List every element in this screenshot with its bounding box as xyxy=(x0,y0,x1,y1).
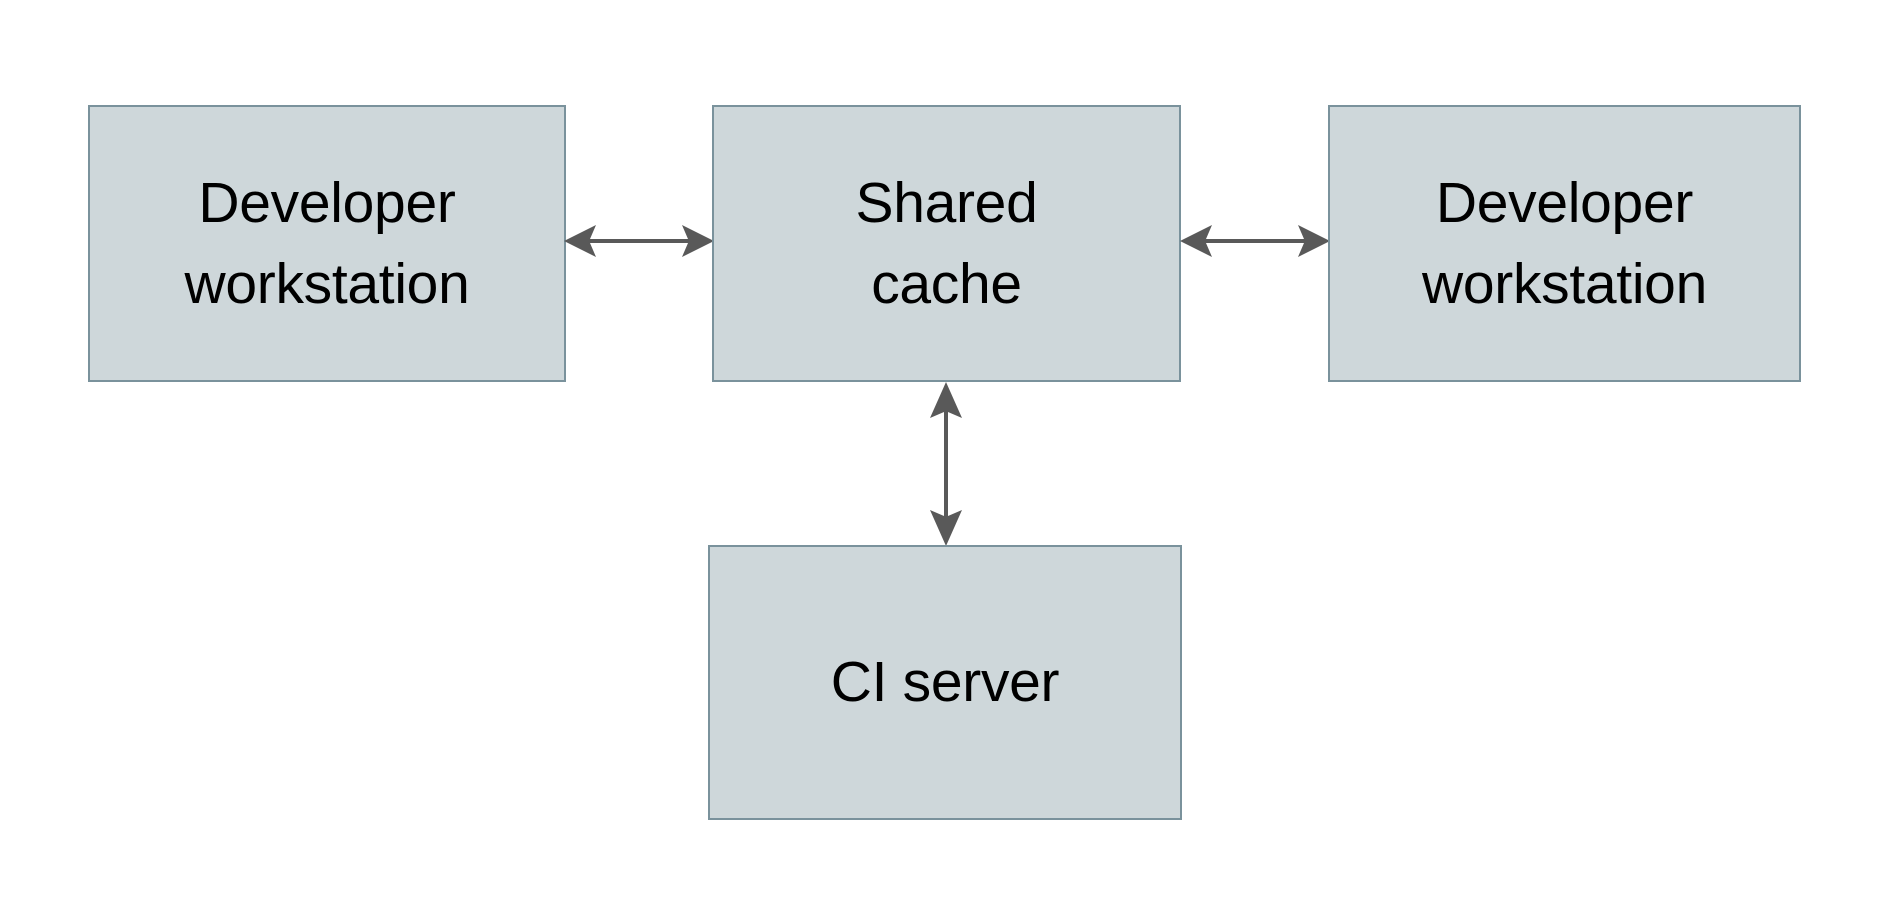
node-ci-server[interactable]: CI server xyxy=(708,545,1182,820)
node-label: Developer workstation xyxy=(184,170,470,316)
node-label: Developer workstation xyxy=(1422,170,1707,316)
arrow-dev-left-to-shared-cache xyxy=(560,213,718,269)
node-shared-cache[interactable]: Shared cache xyxy=(712,105,1181,382)
node-label: Shared cache xyxy=(855,170,1038,316)
arrow-shared-cache-to-ci-server xyxy=(918,378,974,550)
node-developer-workstation-right[interactable]: Developer workstation xyxy=(1328,105,1801,382)
node-developer-workstation-left[interactable]: Developer workstation xyxy=(88,105,566,382)
arrow-shared-cache-to-dev-right xyxy=(1176,213,1334,269)
node-label: CI server xyxy=(830,650,1060,715)
